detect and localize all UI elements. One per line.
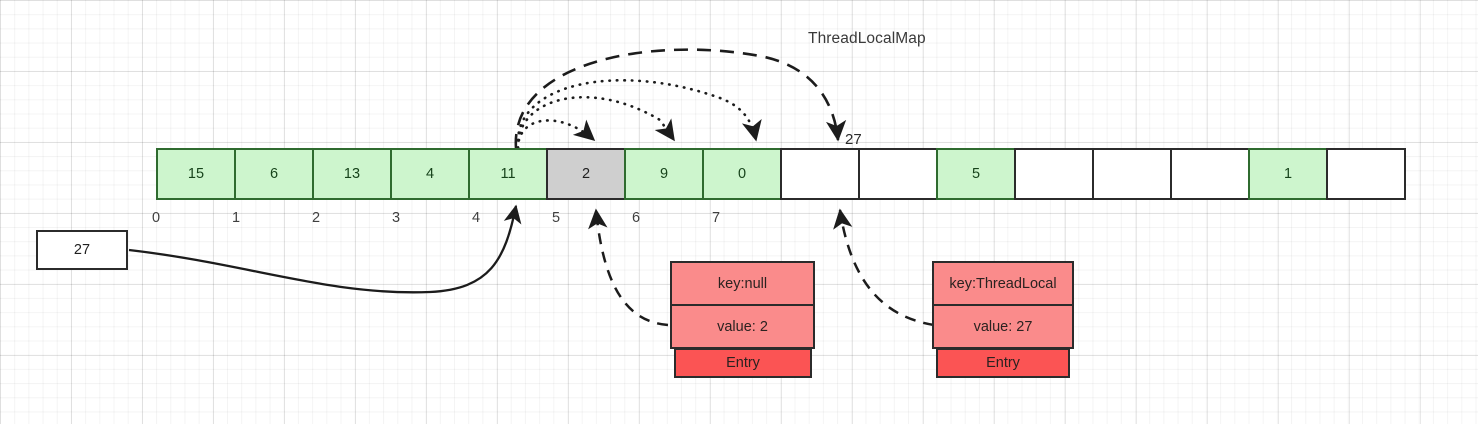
table-cell-1: 6 (234, 148, 314, 200)
table-cell-5: 2 (546, 148, 626, 200)
entry-stale-key: key:null (670, 261, 815, 305)
index-label-0: 0 (151, 210, 161, 226)
entry-stale-tag: Entry (674, 348, 812, 378)
probe-arc-slot4-to-slot7 (516, 79, 762, 150)
entry-live-key: key:ThreadLocal (932, 261, 1074, 305)
index-label-7: 7 (711, 210, 721, 226)
table-cell-11 (1014, 148, 1094, 200)
table-cell-6: 9 (624, 148, 704, 200)
index-label-1: 1 (231, 210, 241, 226)
index-label-6: 6 (631, 210, 641, 226)
entry-live-value: value: 27 (932, 305, 1074, 349)
probe-arc-slot4-to-slot5 (516, 119, 596, 150)
table-cell-8 (780, 148, 860, 200)
table-cell-4: 11 (468, 148, 548, 200)
table-cell-0: 15 (156, 148, 236, 200)
entry-live: key:ThreadLocal value: 27 Entry (932, 261, 1074, 378)
table-cell-15 (1326, 148, 1406, 200)
table-cell-9 (858, 148, 938, 200)
probe-target-label: 27 (845, 131, 862, 148)
connector-source-to-slot4 (128, 204, 522, 294)
entry-stale-value: value: 2 (670, 305, 815, 349)
table-cell-3: 4 (390, 148, 470, 200)
table-cell-13 (1170, 148, 1250, 200)
connector-live-entry-to-slot8 (833, 208, 935, 327)
index-label-3: 3 (391, 210, 401, 226)
diagram-title: ThreadLocalMap (808, 30, 926, 47)
table-cell-2: 13 (312, 148, 392, 200)
index-label-5: 5 (551, 210, 561, 226)
probe-arc-slot4-to-slot8 (514, 48, 847, 149)
probe-arc-slot4-to-slot6 (516, 96, 676, 150)
table-cell-14: 1 (1248, 148, 1328, 200)
index-label-2: 2 (311, 210, 321, 226)
table-cell-10: 5 (936, 148, 1016, 200)
entry-live-tag: Entry (936, 348, 1070, 378)
entry-stale: key:null value: 2 Entry (670, 261, 815, 378)
index-label-4: 4 (471, 210, 481, 226)
table-cell-7: 0 (702, 148, 782, 200)
connector-stale-entry-to-slot5 (588, 208, 669, 327)
table-cell-12 (1092, 148, 1172, 200)
source-value-box: 27 (36, 230, 128, 270)
